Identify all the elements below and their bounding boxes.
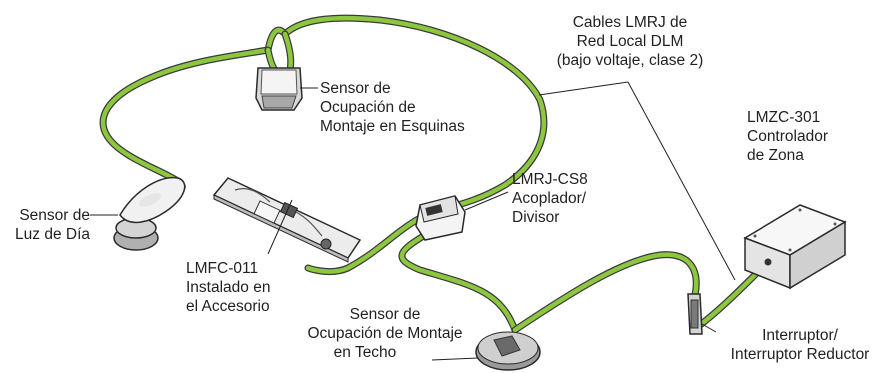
label-lmfc: LMFC-011 Instalado en el Accesorio [186, 259, 270, 316]
fixture-module-icon [212, 177, 362, 263]
label-lmfc-line-2: Instalado en [186, 279, 271, 296]
label-coupler-line-2: Acoplador/ [512, 190, 587, 207]
ceiling-occupancy-sensor-icon [475, 331, 541, 371]
label-zone-controller: LMZC-301 Controlador de Zona [747, 108, 828, 165]
leader-lines [90, 81, 736, 361]
leader-cables-1 [538, 81, 629, 96]
label-daylight-sensor: Sensor de Luz de Día [2, 206, 90, 244]
label-coupler: LMRJ-CS8 Acoplador/ Divisor [512, 170, 588, 227]
label-cables-line-1: Cables LMRJ de [572, 14, 688, 31]
label-ceiling-sensor-line-1: Sensor de [349, 306, 421, 323]
leader-switch [701, 323, 717, 333]
label-zone-controller-line-3: de Zona [747, 147, 804, 164]
label-corner-sensor-line-2: Ocupación de [320, 99, 416, 116]
cable-ceiling-to-switch [511, 251, 700, 334]
leader-ceiling [431, 357, 479, 361]
cable-coupler-to-ceiling-sensor [398, 228, 519, 334]
label-corner-sensor-line-1: Sensor de [320, 80, 391, 97]
label-ceiling-sensor-line-2: Ocupación de Montaje [307, 325, 463, 342]
label-lmfc-line-1: LMFC-011 [186, 260, 259, 277]
label-corner-sensor: Sensor de Ocupación de Montaje en Esquin… [320, 79, 465, 136]
corner-occupancy-sensor-icon [255, 67, 303, 111]
daylight-sensor-icon [113, 176, 186, 251]
label-zone-controller-line-1: LMZC-301 [747, 109, 821, 126]
leader-lmfc [267, 199, 293, 255]
wall-switch-icon [687, 293, 703, 335]
label-switch: Interruptor/ Interruptor Reductor [718, 326, 882, 364]
label-daylight-sensor-line-2: Luz de Día [15, 226, 90, 243]
cable-coupler-to-daylight-sensor [304, 214, 424, 276]
label-ceiling-sensor: Sensor de Ocupación de Montaje en Techo [300, 305, 470, 362]
leader-coupler [464, 191, 509, 211]
coupler-splitter-icon [415, 195, 466, 241]
label-corner-sensor-line-3: Montaje en Esquinas [320, 118, 465, 135]
label-switch-line-1: Interruptor/ [762, 327, 838, 344]
label-switch-line-2: Interruptor Reductor [730, 346, 870, 363]
label-daylight-sensor-line-1: Sensor de [19, 207, 90, 224]
label-cables-line-3: (bajo voltaje, clase 2) [556, 52, 704, 69]
label-cables: Cables LMRJ de Red Local DLM (bajo volta… [540, 13, 720, 70]
label-lmfc-line-3: el Accesorio [186, 298, 270, 315]
label-coupler-line-1: LMRJ-CS8 [512, 171, 588, 188]
leader-cables-2 [627, 81, 736, 281]
label-coupler-line-3: Divisor [512, 209, 560, 226]
label-zone-controller-line-2: Controlador [747, 128, 828, 145]
label-cables-line-2: Red Local DLM [576, 33, 684, 50]
label-ceiling-sensor-line-3: en Techo [333, 344, 397, 361]
zone-controller-icon [743, 204, 847, 290]
